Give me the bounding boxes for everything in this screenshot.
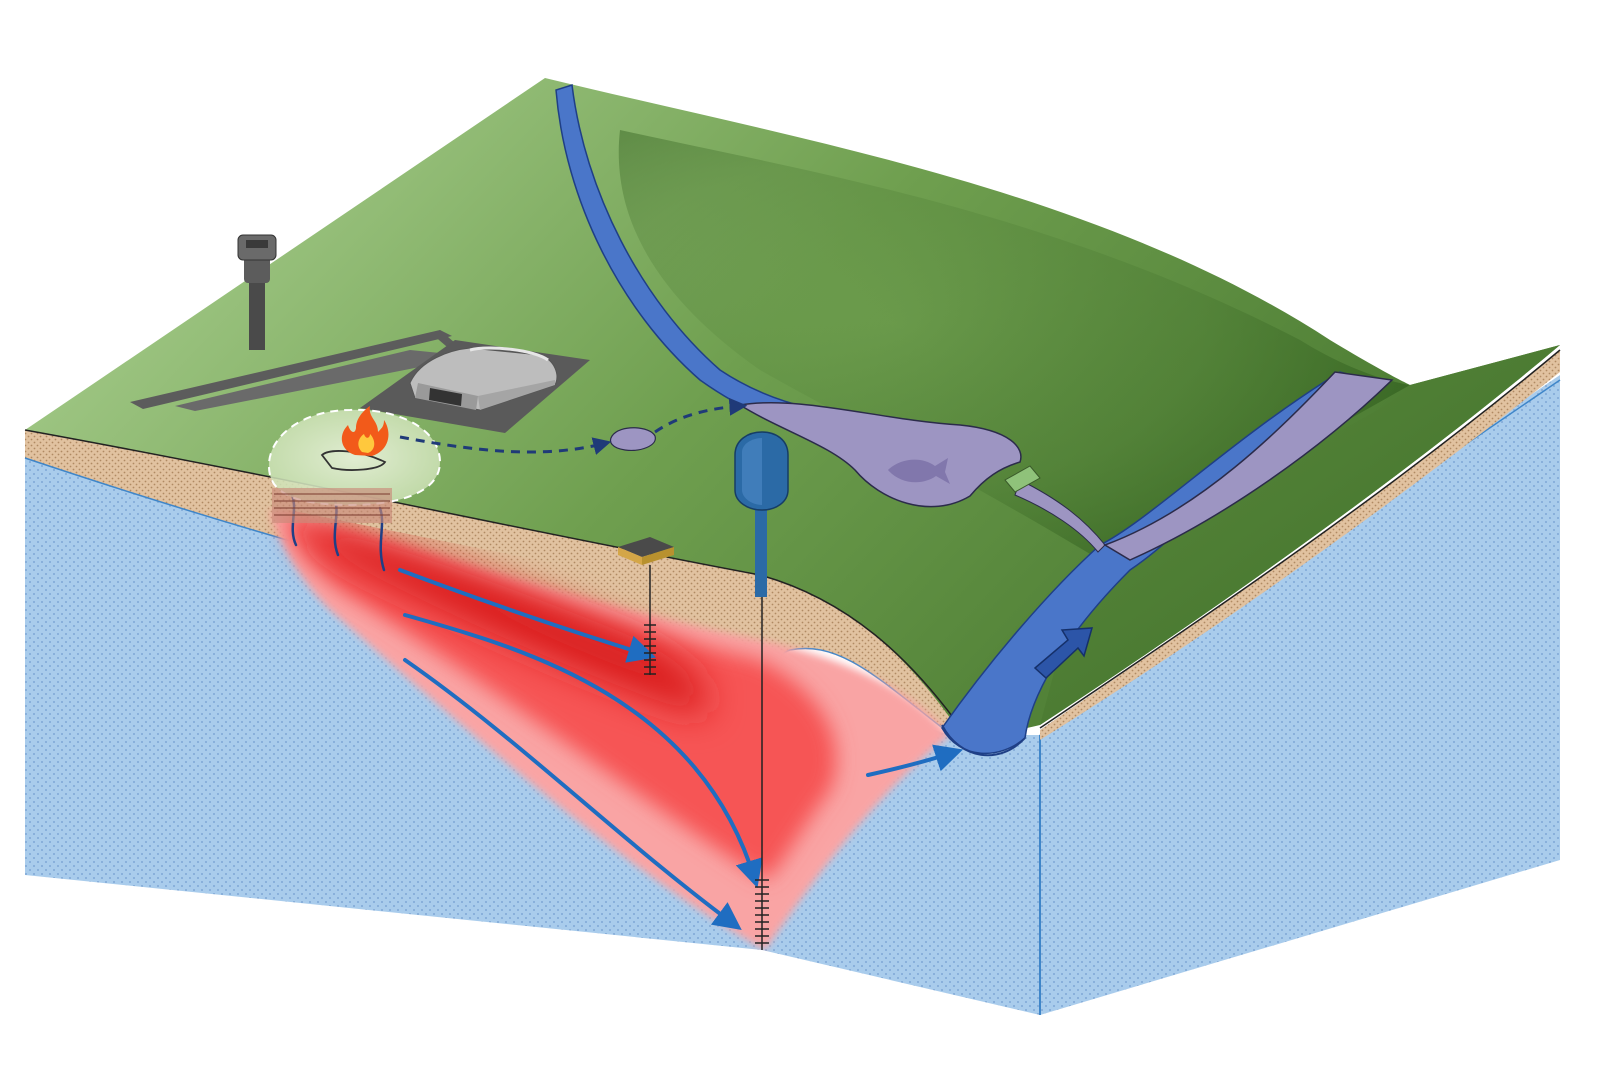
flow-arrow-2: [403, 613, 763, 889]
water-tower: [734, 431, 789, 950]
hangar: [360, 340, 590, 433]
soil-right-face: [1040, 350, 1560, 740]
fire-training-area: [267, 406, 442, 523]
flow-arrow-1: [398, 568, 657, 663]
wetland-pond: [609, 371, 1394, 561]
monitoring-well: [618, 537, 674, 675]
infiltration-zone: [272, 488, 392, 523]
runway-strip-outer: [130, 330, 452, 409]
burn-pan: [320, 450, 387, 471]
monitoring-well-screen: [644, 624, 656, 675]
water-tower-shaft: [755, 505, 767, 597]
surface-runoff-path-2: [654, 397, 748, 434]
flow-arrow-3: [403, 658, 742, 930]
control-tower: [237, 234, 277, 350]
river-channel-cut: [941, 724, 1026, 757]
control-tower-shaft: [249, 275, 265, 350]
flow-direction-arrow-icon: [1033, 627, 1094, 680]
aquifer-right-face: [1040, 375, 1560, 1015]
wetland-pond-shape: [737, 401, 1022, 508]
plume-mid: [285, 515, 837, 880]
weir-structure: [1004, 465, 1041, 493]
fish-icon: [888, 458, 950, 484]
wetland-outlet-channel: [1014, 479, 1106, 553]
land-right-slope: [1040, 345, 1560, 725]
flow-arrow-4: [866, 744, 964, 777]
hangar-door: [429, 388, 462, 406]
supply-well-screen: [755, 879, 769, 944]
monitoring-well-pad: [618, 537, 674, 557]
land-hill-shade: [618, 130, 1410, 560]
small-pond: [609, 427, 656, 451]
runway-strip-inner: [175, 350, 470, 411]
surface-runoff-path: [399, 435, 612, 455]
wetland-right-strip: [1103, 371, 1394, 561]
fire-icon: [341, 406, 389, 456]
